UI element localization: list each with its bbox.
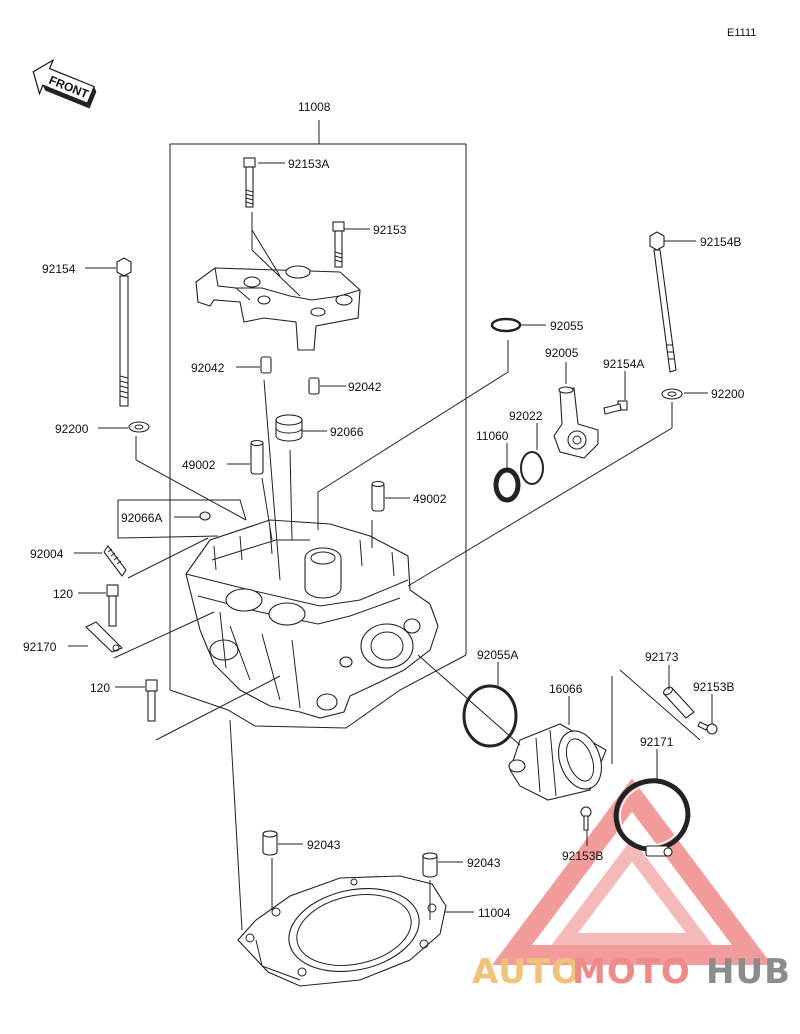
bolt-120-lower [145, 679, 158, 722]
label-92042-b: 92042 [348, 380, 382, 394]
plug-92066a [199, 511, 211, 521]
dowel-92043-b [422, 852, 438, 878]
label-92055: 92055 [550, 319, 584, 333]
dowel-92042-b [308, 377, 320, 395]
bolt-92154b [649, 231, 677, 373]
label-92153a: 92153A [288, 157, 329, 171]
bolt-92153b-b [580, 806, 592, 831]
label-92066: 92066 [330, 425, 364, 439]
bolt-92154a [603, 400, 628, 415]
label-92154b: 92154B [700, 235, 741, 249]
stud-92004 [103, 545, 127, 577]
oring-92022 [520, 451, 544, 485]
label-92171: 92171 [640, 735, 674, 749]
dowel-92043-a [262, 830, 278, 856]
oring-92055a [462, 684, 518, 748]
watermark-logo [492, 778, 772, 965]
label-120-upper: 120 [53, 587, 73, 601]
washer-92200-left [128, 421, 150, 433]
intake-holder-16066 [508, 723, 607, 801]
label-120-lower: 120 [90, 681, 110, 695]
watermark-moto: MOTO [572, 952, 691, 992]
label-11060: 11060 [476, 429, 509, 443]
label-92173: 92173 [645, 650, 679, 664]
label-92055a: 92055A [477, 648, 518, 662]
watermark-text: AUTO MOTO HUB [472, 952, 791, 992]
label-92200-right: 92200 [711, 387, 745, 401]
oring-92055 [490, 317, 522, 333]
label-11004: 11004 [478, 906, 511, 920]
label-92066a: 92066A [121, 511, 162, 525]
label-92153b-lower: 92153B [562, 849, 603, 863]
bracket-92170 [85, 621, 123, 653]
front-arrow-icon: FRONT [32, 58, 97, 109]
dowel-92042-a [260, 356, 272, 374]
bolt-92153 [332, 221, 345, 268]
label-92153: 92153 [373, 223, 407, 237]
diagram-code: E1111 [727, 27, 756, 39]
washer-92200-right [661, 388, 683, 400]
fitting-92005 [553, 386, 599, 459]
label-49002-b: 49002 [413, 492, 447, 506]
label-92200-left: 92200 [55, 422, 89, 436]
watermark-auto: AUTO [472, 952, 581, 992]
label-92154: 92154 [42, 262, 76, 276]
bolt-92154 [116, 257, 132, 407]
bolt-120-upper [106, 584, 119, 627]
bolt-92153b-a [697, 721, 718, 735]
label-92043-b: 92043 [467, 856, 501, 870]
head-gasket-11004 [237, 875, 447, 987]
assembly-label: 11008 [298, 100, 331, 114]
leader-lines [68, 162, 713, 931]
label-92042-a: 92042 [191, 361, 225, 375]
lifter-49002-b [371, 480, 385, 512]
watermark-hub: HUB [706, 952, 791, 992]
sleeve-92173 [663, 686, 695, 719]
assembly-bracket [169, 120, 467, 690]
label-49002-a: 49002 [182, 458, 216, 472]
label-16066: 16066 [549, 682, 583, 696]
label-92004: 92004 [30, 547, 64, 561]
label-92170: 92170 [23, 640, 57, 654]
gasket-11060 [493, 467, 521, 503]
label-92153b-right: 92153B [693, 680, 734, 694]
camshaft-holder [195, 212, 361, 351]
lifter-49002-a [250, 439, 264, 475]
clamp-92171 [613, 778, 691, 857]
seal-92066 [275, 414, 303, 442]
label-92043-a: 92043 [307, 838, 341, 852]
label-92022: 92022 [509, 409, 543, 423]
bolt-92153a [243, 157, 256, 208]
label-92005: 92005 [545, 346, 579, 360]
label-92154a: 92154A [603, 357, 644, 371]
cylinder-head [185, 519, 439, 719]
